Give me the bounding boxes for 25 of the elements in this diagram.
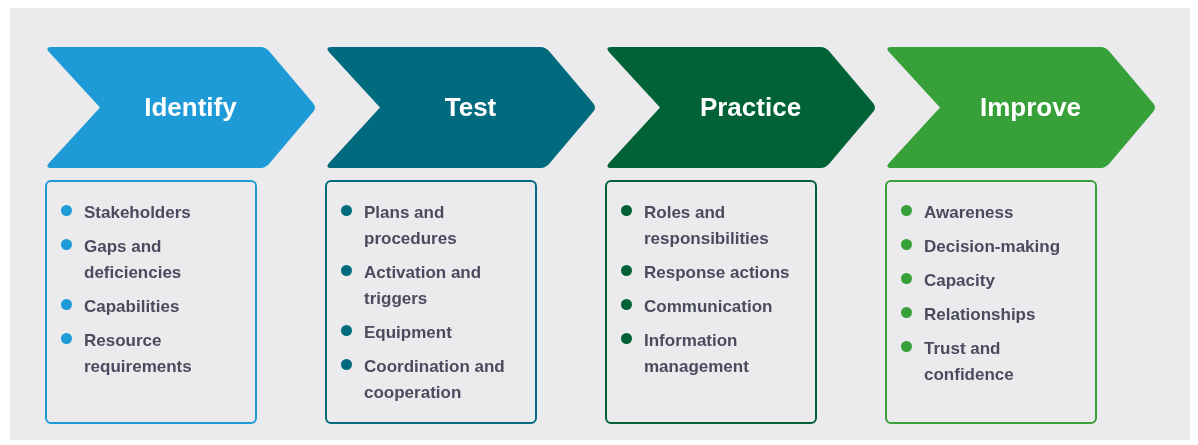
list-item: Plans and procedures — [364, 202, 458, 250]
list-item: Communication — [644, 296, 773, 318]
list-item: Awareness — [924, 202, 1014, 224]
list-item: Stakeholders — [84, 202, 191, 224]
list-item: Gaps and deficiencies — [84, 236, 183, 284]
list-item: Response actions — [644, 262, 790, 284]
list-box — [605, 180, 817, 424]
list-item: Roles and responsibilities — [644, 202, 770, 250]
list-item: Relationships — [924, 304, 1036, 326]
list-item: Capabilities — [84, 296, 180, 318]
step-title: Identify — [144, 92, 237, 123]
list-item: Coordination and cooperation — [364, 356, 506, 404]
list-item: Capacity — [924, 270, 995, 292]
step-title: Test — [444, 92, 497, 123]
list-item: Information management — [644, 330, 750, 378]
list-box — [885, 180, 1097, 424]
list-item: Activation and triggers — [364, 262, 483, 310]
list-item: Equipment — [364, 322, 452, 344]
step-title: Practice — [699, 92, 802, 123]
list-item: Trust and confidence — [924, 338, 1015, 386]
list-item: Resource requirements — [84, 330, 193, 378]
list-item: Decision-making — [924, 236, 1061, 258]
list-box — [325, 180, 537, 424]
step-title: Improve — [979, 92, 1082, 123]
list-box — [45, 180, 257, 424]
